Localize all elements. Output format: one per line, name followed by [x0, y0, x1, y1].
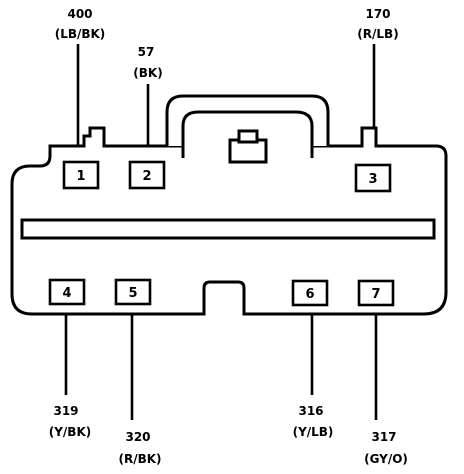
pin-2-color-label: (BK)	[133, 66, 162, 80]
pin-2-number: 2	[142, 169, 151, 184]
pin-4-number: 4	[62, 286, 71, 301]
pin-1-circuit-label: 400	[67, 7, 92, 21]
pin-2: 2	[128, 160, 166, 190]
pin-4-circuit-label: 319	[53, 404, 78, 418]
pin-3-color-label: (R/LB)	[357, 27, 398, 41]
pin-5-number: 5	[128, 286, 137, 301]
pin-7: 7	[357, 279, 395, 307]
pin-6: 6	[291, 279, 329, 307]
pin-1-color-label: (LB/BK)	[55, 27, 106, 41]
pin-1: 1	[62, 160, 100, 190]
pin-5-color-label: (R/BK)	[118, 452, 161, 466]
pin-1-number: 1	[76, 169, 85, 184]
pin-5-circuit-label: 320	[125, 430, 150, 444]
pin-2-circuit-label: 57	[138, 45, 155, 59]
pin-6-number: 6	[305, 287, 314, 302]
pin-3-number: 3	[368, 172, 377, 187]
pin-3: 3	[354, 163, 392, 193]
latch-tab-top	[237, 129, 259, 144]
pin-3-circuit-label: 170	[365, 7, 390, 21]
connector-slot	[20, 218, 436, 240]
pin-4-color-label: (Y/BK)	[49, 425, 92, 439]
pin-6-circuit-label: 316	[298, 404, 323, 418]
pin-6-color-label: (Y/LB)	[293, 425, 334, 439]
pin-7-number: 7	[371, 287, 380, 302]
pin-7-color-label: (GY/O)	[364, 452, 408, 466]
pin-4: 4	[48, 278, 86, 306]
pin-7-circuit-label: 317	[371, 430, 396, 444]
pin-5: 5	[114, 278, 152, 306]
